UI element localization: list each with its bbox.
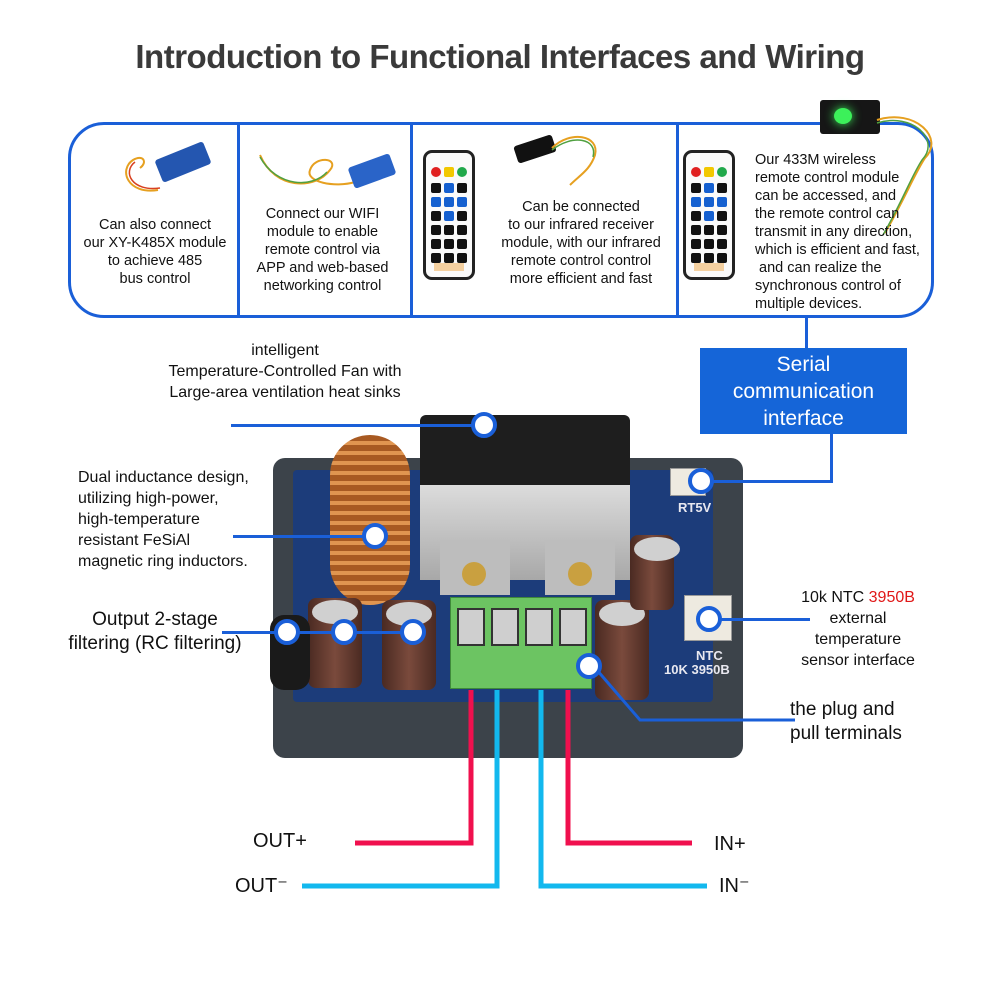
capacitor bbox=[308, 598, 362, 688]
terminals-callout-line bbox=[588, 661, 795, 722]
cable-icon bbox=[551, 135, 597, 186]
out-minus-wire bbox=[302, 690, 500, 889]
in-plus-wire bbox=[565, 690, 692, 846]
in-minus-label: IN⁻ bbox=[719, 875, 750, 897]
filter-callout-marker bbox=[400, 619, 426, 645]
out-minus-label: OUT⁻ bbox=[235, 875, 288, 897]
ntc-callout-marker bbox=[696, 606, 722, 632]
accessories-panel bbox=[68, 122, 934, 318]
panel-divider bbox=[676, 122, 679, 318]
cable-icon bbox=[125, 156, 161, 192]
panel-divider bbox=[237, 122, 240, 318]
infrared-remote-image bbox=[423, 150, 475, 280]
silkscreen-rt5v: RT5V bbox=[678, 500, 712, 515]
fan-callout-line bbox=[231, 424, 481, 427]
out-plus-label: OUT+ bbox=[253, 830, 307, 852]
silkscreen-ntc: NTC bbox=[696, 648, 723, 663]
serial-callout-line bbox=[805, 318, 808, 348]
capacitor bbox=[595, 600, 649, 700]
filter-callout-marker bbox=[331, 619, 357, 645]
serial-callout-line bbox=[830, 434, 833, 482]
inductor-callout-line bbox=[233, 535, 373, 538]
serial-callout-marker bbox=[688, 468, 714, 494]
cable-icon bbox=[876, 116, 933, 236]
out-plus-wire bbox=[355, 690, 474, 846]
serial-callout-line bbox=[700, 480, 833, 483]
inductor-callout-text: Dual inductance design,utilizing high-po… bbox=[78, 469, 249, 570]
capacitor bbox=[630, 535, 680, 610]
panel-divider bbox=[410, 122, 413, 318]
433m-remote-image bbox=[683, 150, 735, 280]
ntc-callout-line bbox=[710, 618, 810, 621]
page-title: Introduction to Functional Interfaces an… bbox=[135, 38, 865, 75]
fan-callout-marker bbox=[471, 412, 497, 438]
terminals-callout-marker bbox=[576, 653, 602, 679]
filter-callout-marker bbox=[274, 619, 300, 645]
cable-icon bbox=[259, 154, 356, 186]
filter-callout-line bbox=[222, 631, 417, 634]
in-plus-label: IN+ bbox=[714, 833, 746, 855]
terminal-block bbox=[450, 597, 592, 689]
fesial-inductor bbox=[330, 435, 410, 605]
in-minus-wire bbox=[538, 690, 707, 889]
silkscreen-ntc-value: 10K 3950B bbox=[664, 662, 730, 677]
inductor-callout-marker bbox=[362, 523, 388, 549]
